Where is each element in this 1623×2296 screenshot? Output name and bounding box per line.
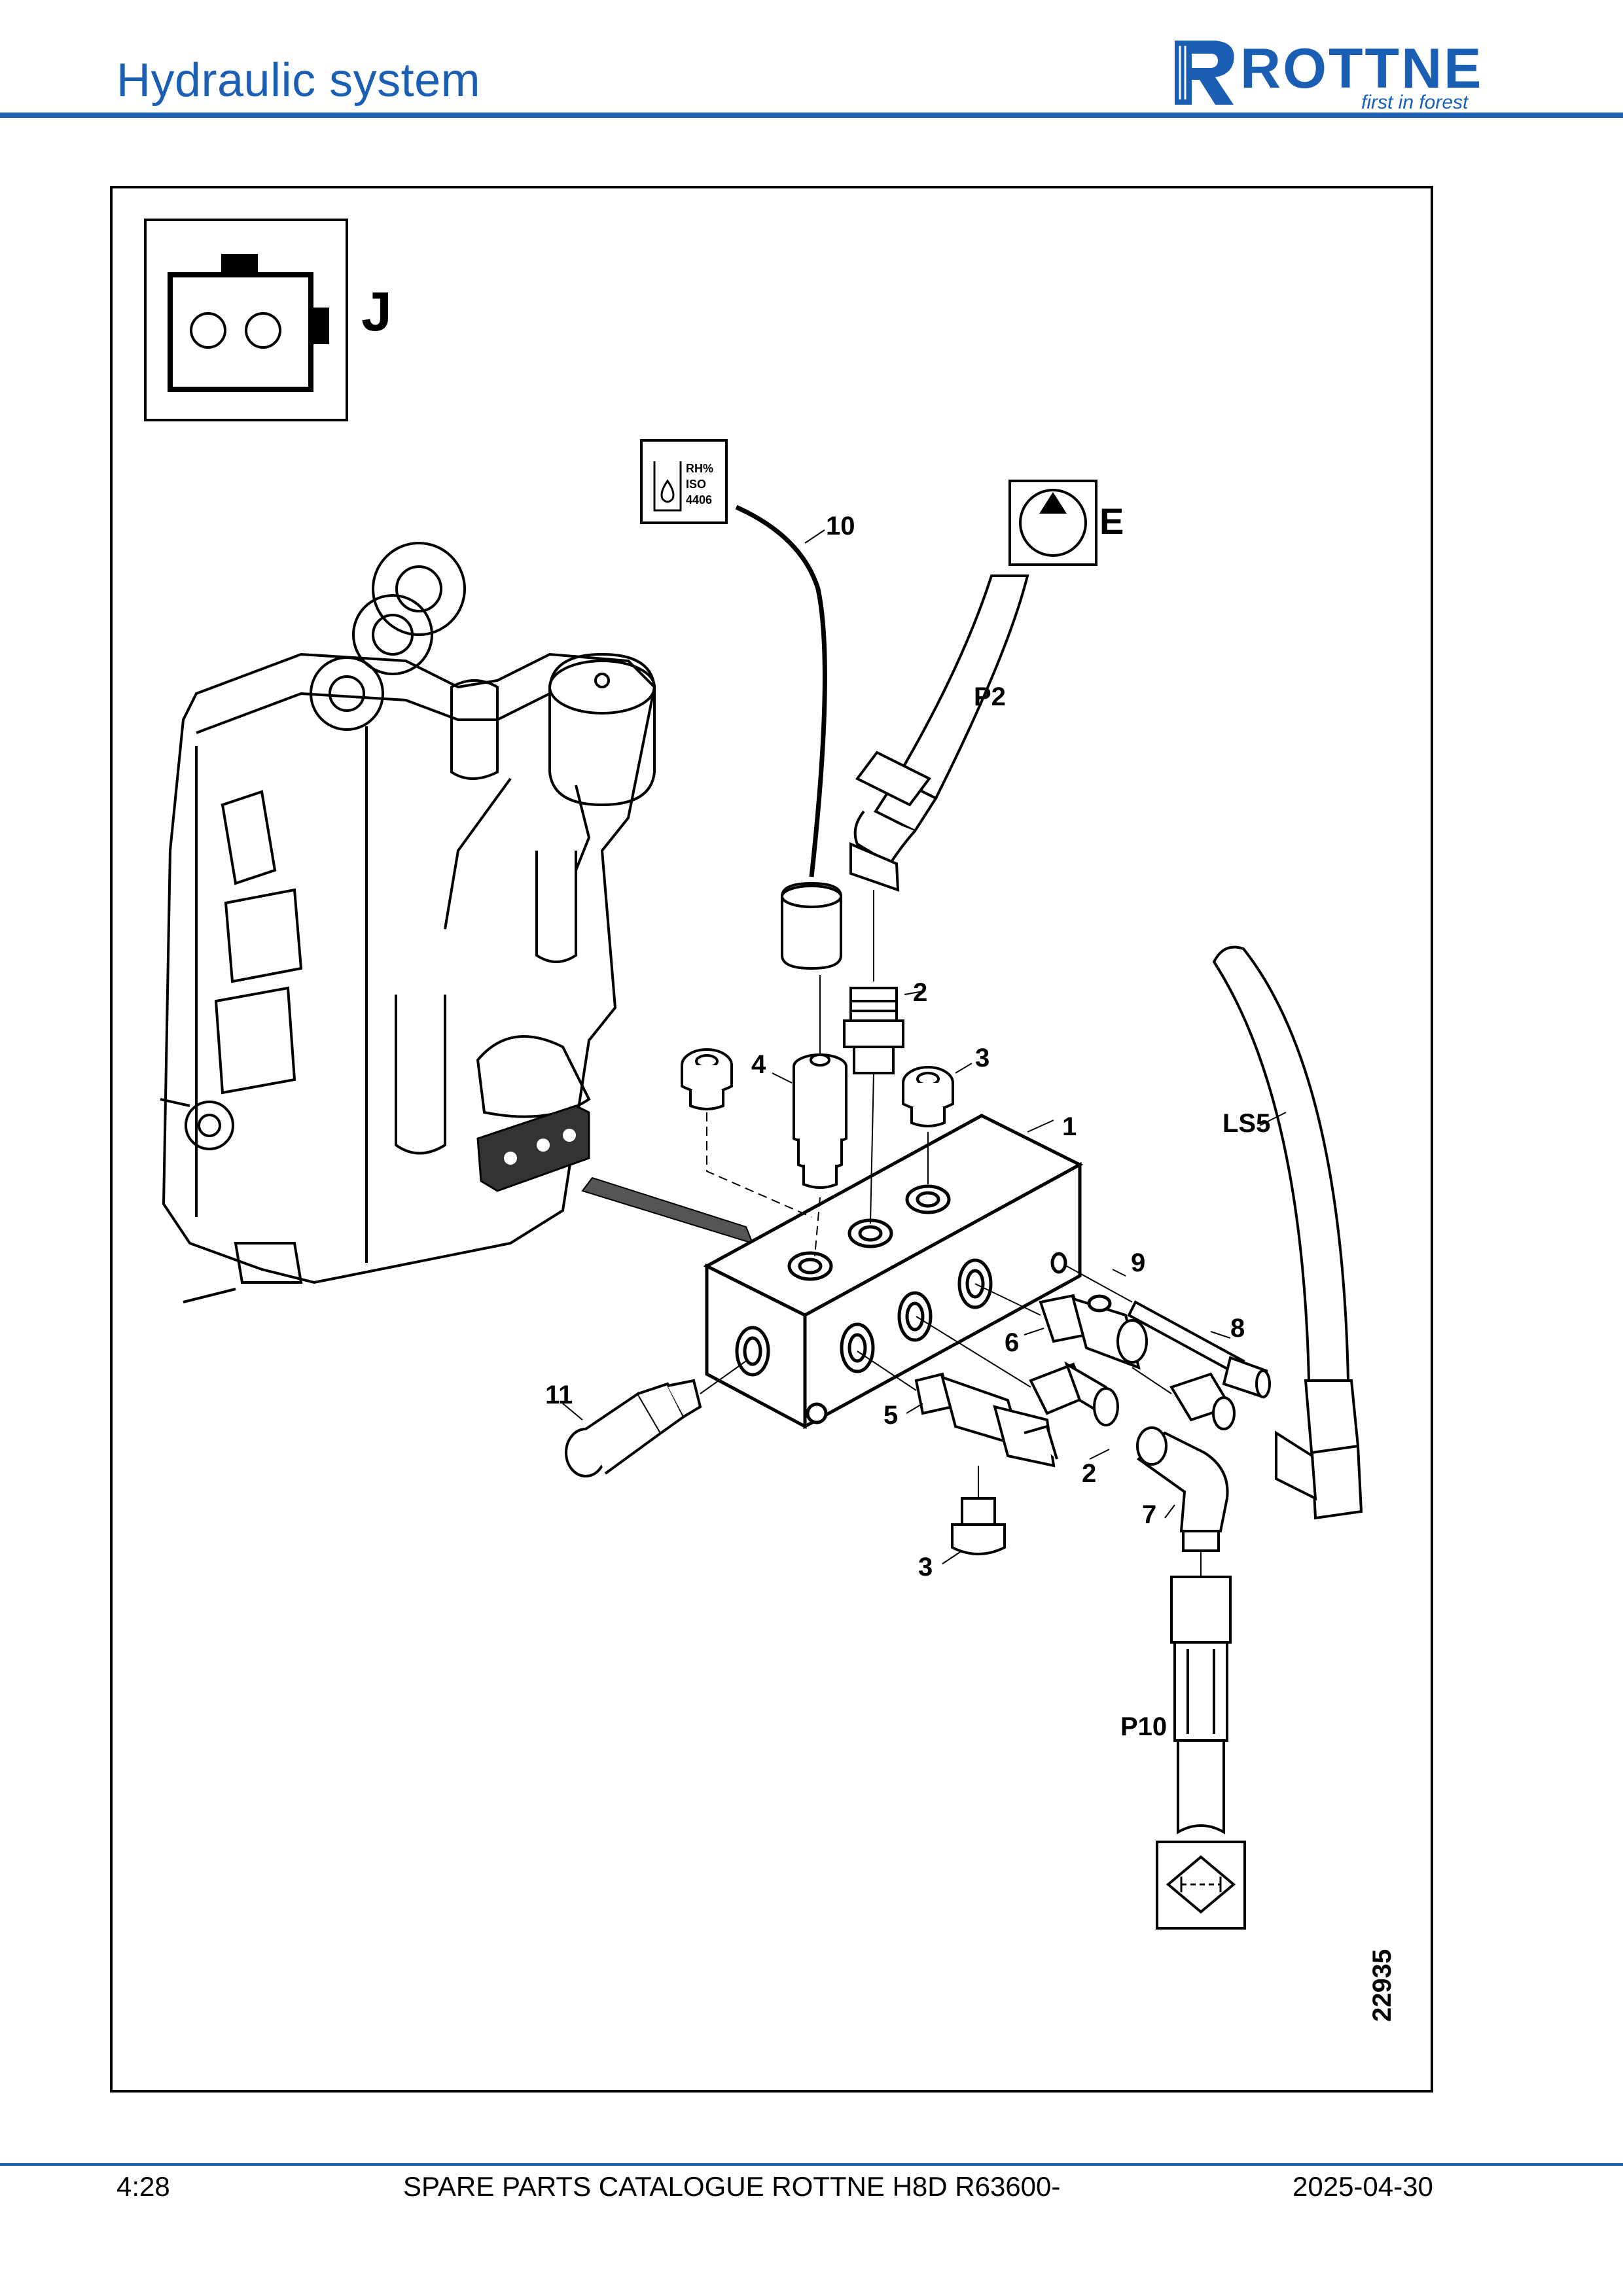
callout-3: 3 xyxy=(975,1044,990,1072)
callout-2-lower: 2 xyxy=(1082,1459,1096,1488)
callout-5: 5 xyxy=(883,1401,898,1430)
j-connector-symbol: J xyxy=(144,219,392,421)
callout-9: 9 xyxy=(1131,1248,1145,1277)
label-ls5: LS5 xyxy=(1222,1109,1270,1138)
adapter-item-6 xyxy=(1039,1294,1148,1370)
label-p2: P2 xyxy=(974,682,1006,711)
callout-3-lower: 3 xyxy=(918,1553,933,1581)
sensor-cable-10 xyxy=(735,504,827,877)
page-title: Hydraulic system xyxy=(116,54,481,107)
dash-line xyxy=(814,1197,821,1257)
rottne-logo: ROTTNE first in forest xyxy=(1168,34,1515,113)
callout-7: 7 xyxy=(1142,1500,1156,1529)
valve-block-location xyxy=(476,1104,590,1192)
hose-p10 xyxy=(1170,1576,1232,1835)
label-p10: P10 xyxy=(1120,1712,1167,1741)
footer-catalogue-title: SPARE PARTS CATALOGUE ROTTNE H8D R63600- xyxy=(403,2171,1061,2202)
dash-line xyxy=(870,1072,874,1224)
sensor-item-11 xyxy=(565,1379,702,1477)
callout-2: 2 xyxy=(913,978,927,1007)
callout-8: 8 xyxy=(1230,1314,1245,1343)
dash-line xyxy=(1132,1367,1172,1394)
logo-wordmark: ROTTNE xyxy=(1240,37,1484,100)
dash-line xyxy=(916,1316,1031,1388)
dash-line xyxy=(974,1283,1041,1316)
callout-11: 11 xyxy=(545,1381,573,1409)
plug-item-3-right xyxy=(902,1066,954,1127)
hose-p2 xyxy=(849,574,1029,892)
footer-date: 2025-04-30 xyxy=(1293,2171,1433,2202)
rh-iso-symbol: RH% ISO 4406 xyxy=(640,439,728,524)
footer-rule xyxy=(0,2163,1623,2166)
footer-page-number: 4:28 xyxy=(116,2171,170,2202)
dash-line xyxy=(857,1351,917,1391)
bolt-item-8 xyxy=(1127,1300,1271,1399)
callout-6: 6 xyxy=(1005,1328,1019,1357)
pump-symbol-e: E xyxy=(1008,480,1124,566)
nipple-item-2-lower xyxy=(1029,1361,1119,1426)
dash-line xyxy=(706,1112,812,1218)
diagram-frame xyxy=(110,186,1433,2093)
plug-item-3-left xyxy=(681,1048,733,1110)
callout-leaders xyxy=(562,529,1287,1564)
rh-line2: ISO xyxy=(686,478,706,491)
rottne-r-mark-icon xyxy=(1175,41,1234,105)
hydraulic-unit-assembly xyxy=(160,542,656,1303)
callout-10: 10 xyxy=(826,512,855,540)
figure-number: 22935 xyxy=(1368,1949,1397,2022)
callout-4: 4 xyxy=(751,1050,766,1079)
filter-symbol xyxy=(1156,1841,1246,1930)
elbow-item-7 xyxy=(1136,1426,1229,1552)
sensor-item-5 xyxy=(914,1372,1058,1468)
manifold-block xyxy=(703,1114,1084,1430)
rh-line3: 4406 xyxy=(686,493,712,506)
plug-item-3-bottom xyxy=(951,1497,1006,1555)
sensor-item-4 xyxy=(793,1053,847,1189)
nipple-item-2-top xyxy=(843,987,904,1074)
rh-sensor-plug xyxy=(781,881,842,970)
dash-line xyxy=(700,1360,747,1394)
dash-line xyxy=(1066,1265,1133,1303)
detail-pointer xyxy=(581,1176,754,1245)
callout-1: 1 xyxy=(1062,1112,1077,1141)
nipple-item-2-right xyxy=(1169,1372,1236,1430)
washer-item-9 xyxy=(1087,1294,1112,1313)
rh-line1: RH% xyxy=(686,462,713,475)
e-label: E xyxy=(1099,501,1124,542)
header-rule xyxy=(0,113,1623,118)
hose-ls5 xyxy=(1212,945,1363,1520)
logo-tagline: first in forest xyxy=(1361,92,1469,113)
j-label: J xyxy=(361,281,392,342)
